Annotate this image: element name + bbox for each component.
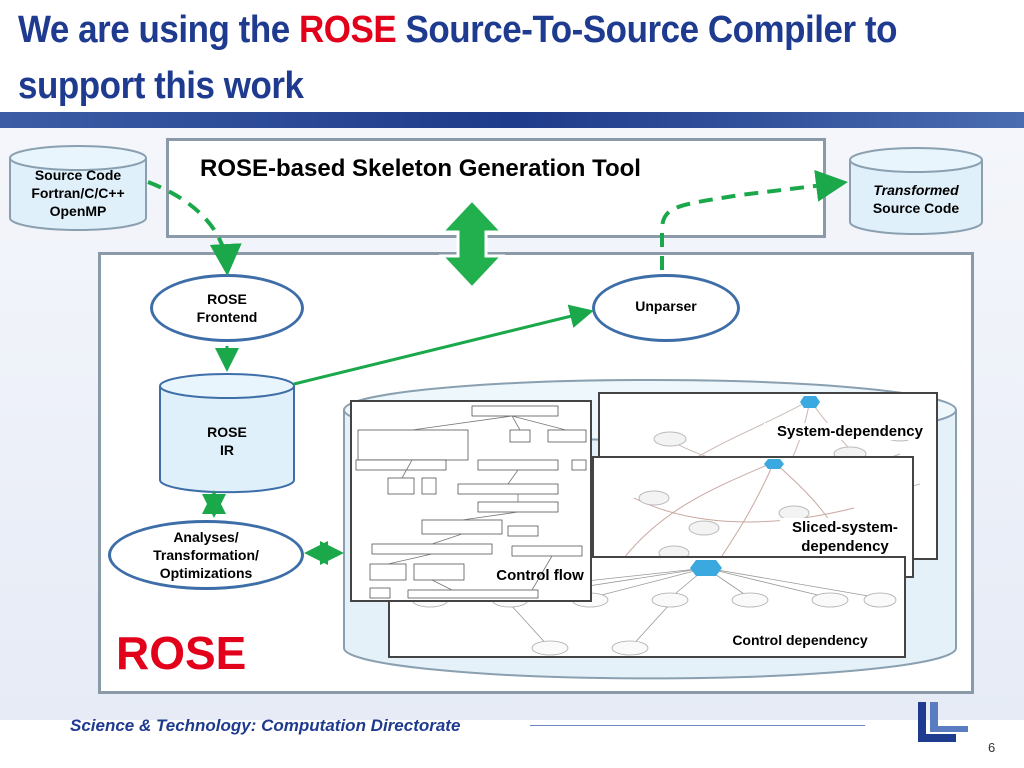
control-flow-graph: [350, 400, 592, 602]
title-part2: Source-To-Source Compiler to support thi…: [18, 9, 898, 107]
page-number: 6: [988, 740, 996, 755]
source-code-line1: Source Code: [34, 167, 122, 183]
analyses-line1: Analyses/: [173, 529, 239, 545]
title-highlight: ROSE: [299, 9, 397, 51]
llnl-logo-icon: [918, 702, 968, 742]
source-code-line2: Fortran/C/C++: [31, 185, 125, 201]
sliced-dependency-label: Sliced-system- dependency: [780, 518, 910, 556]
source-code-line3: OpenMP: [49, 203, 107, 219]
header-band: [0, 112, 1024, 128]
transformed-cylinder: [849, 147, 983, 235]
ir-line1: ROSE: [207, 424, 247, 440]
sliced-line2: dependency: [801, 538, 889, 555]
system-dependency-label: System-dependency: [764, 423, 936, 440]
footer-line: [530, 725, 865, 726]
footer-text: Science & Technology: Computation Direct…: [70, 716, 461, 735]
ir-label: ROSE IR: [160, 423, 294, 459]
slide-title: We are using the ROSE Source-To-Source C…: [18, 2, 929, 114]
tool-title: ROSE-based Skeleton Generation Tool: [200, 155, 641, 182]
analyses-node: Analyses/ Transformation/ Optimizations: [108, 520, 304, 590]
analyses-line3: Optimizations: [159, 565, 253, 581]
ir-cylinder: [159, 373, 295, 494]
control-dependency-label: Control dependency: [710, 632, 890, 648]
frontend-node: ROSE Frontend: [150, 274, 304, 342]
unparser-label: Unparser: [635, 298, 697, 314]
control-flow-label: Control flow: [496, 567, 584, 584]
frontend-line1: ROSE: [207, 291, 247, 307]
transformed-line2: Source Code: [872, 200, 960, 216]
title-part1: We are using the: [18, 9, 300, 51]
rose-label: ROSE: [116, 627, 247, 679]
transformed-line1: Transformed: [873, 182, 959, 198]
ir-line2: IR: [220, 442, 234, 458]
sliced-line1: Sliced-system-: [792, 519, 898, 536]
unparser-node: Unparser: [592, 274, 740, 342]
source-code-cylinder: [9, 145, 147, 231]
source-code-label: Source Code Fortran/C/C++ OpenMP: [10, 166, 146, 220]
transformed-label: Transformed Source Code: [850, 181, 982, 217]
frontend-line2: Frontend: [196, 309, 258, 325]
analyses-line2: Transformation/: [153, 547, 259, 563]
